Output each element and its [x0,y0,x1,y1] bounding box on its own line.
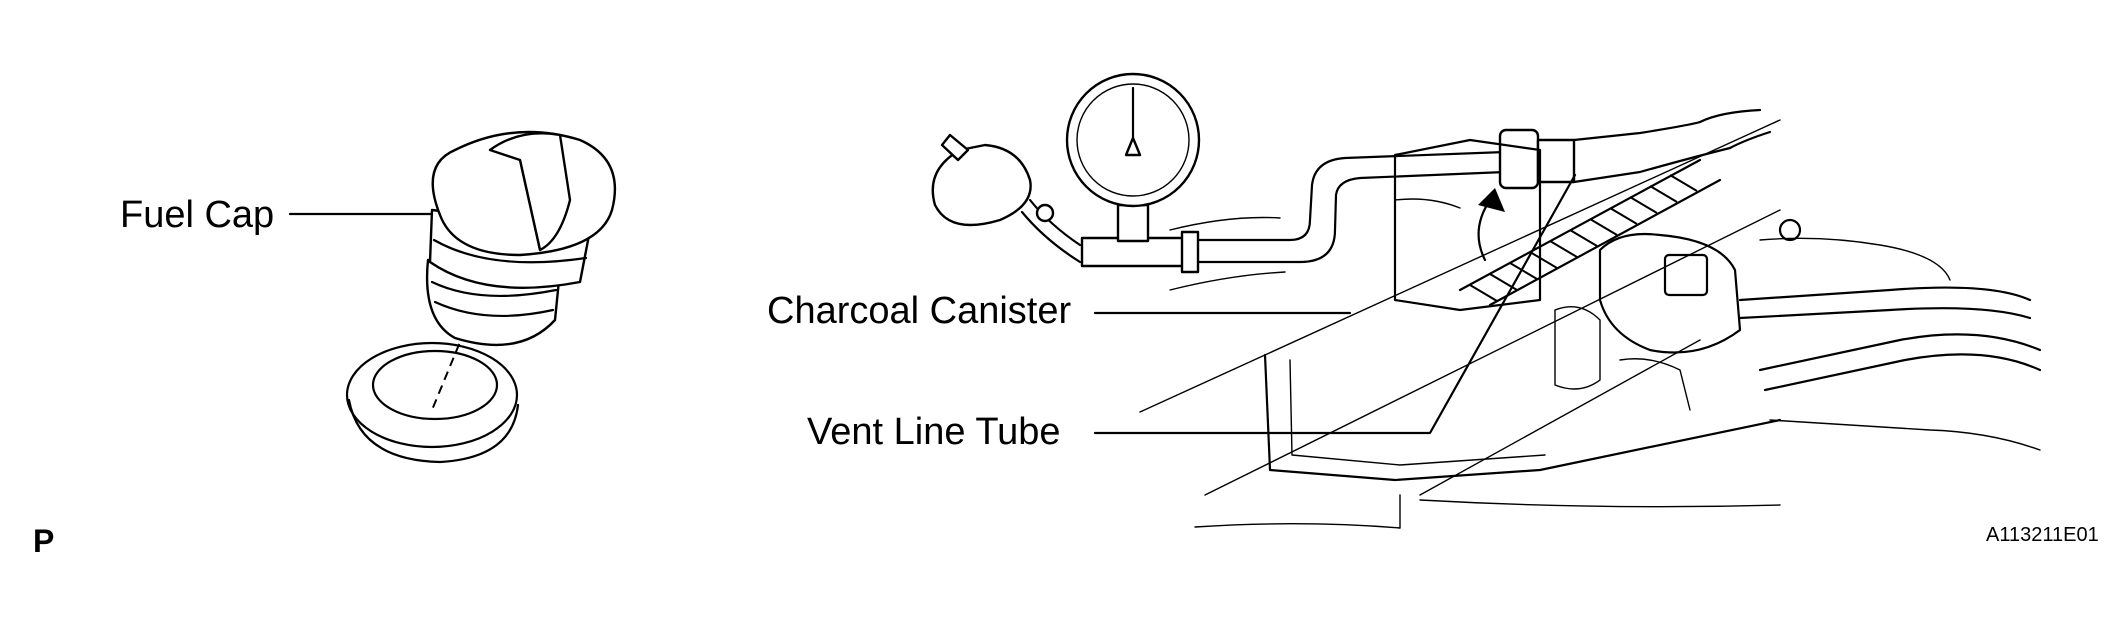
lower-tray-inner [1289,359,1546,466]
grip-edge [518,158,542,252]
right-hose-1-b [1738,307,2032,320]
canister-seam [1394,198,1461,209]
hose-clamp [1778,218,1802,242]
vent-line-connector [1498,108,1772,190]
cap-dome [431,130,617,257]
fuel-cap-illustration [345,130,617,464]
bulb-valve [940,133,970,162]
ground-line-left [1194,523,1401,529]
flow-arrow-head [1478,188,1505,212]
bracket-left [1554,306,1601,390]
panel-diagonal-1 [1139,119,1781,413]
panel-diagonal-3 [1419,339,1701,496]
thread-2 [433,300,555,318]
bulb-hose-b [1020,210,1082,264]
canister-box [1393,138,1542,312]
fuel-cap-label: Fuel Cap [120,194,275,236]
ribbed-hose-ribs [1469,174,1698,302]
vent-tube-end-bottom [1728,130,1772,150]
right-hose-2-a [1758,333,2042,372]
gauge-stem [1116,203,1150,243]
knurled-nut [1180,230,1200,274]
vent-tube-bottom [1572,146,1732,184]
vent-line-tube-leader [1093,173,1577,435]
gauge-pivot [1124,136,1142,157]
lower-tray [1263,353,1782,482]
vent-tube-end-top [1698,108,1762,124]
gasket-outer [345,341,519,449]
connector-body [1498,128,1540,190]
squeeze-bulb [931,143,1032,227]
valve-component [1598,232,1742,354]
vent-line-tube-label: Vent Line Tube [807,411,1061,453]
bulb-clamp [1035,203,1055,223]
right-hose-1-a [1738,286,2032,302]
ring-groove [432,238,588,264]
gasket-edge [347,398,520,464]
left-body-curve-2 [1169,271,1286,291]
figure-code: A113211E01 [1986,524,2099,546]
bulb-hose-a [1028,198,1082,247]
right-hose-upper [1759,237,1951,281]
ribbed-hose-edge-b [1488,178,1722,307]
tee-fitting [1080,236,1199,268]
tester-hose-top [1196,150,1507,242]
panel-diagonal-2 [1204,209,1781,496]
left-body-curve [1169,216,1281,231]
vent-tube-top [1572,120,1702,142]
charcoal-canister-label: Charcoal Canister [767,290,1072,332]
right-line-lower [1769,419,2041,451]
right-hose-2-b [1763,353,2042,392]
engine-bay-artwork [1139,119,2042,529]
pressure-tester [931,72,1507,274]
connector-collar [1536,138,1576,184]
tester-hose-bottom [1196,170,1507,264]
gauge-face-inner [1076,83,1190,197]
thread-1 [430,280,558,298]
bracket-lower [1619,358,1691,411]
corner-mark: P [33,523,55,559]
gasket-inner [371,349,499,421]
ribbed-hose-edge-a [1458,158,1702,292]
cap-grip [488,132,572,252]
valve-connector [1663,253,1709,297]
ground-line-right [1419,499,1781,508]
flow-arrow-shaft [1477,198,1492,262]
